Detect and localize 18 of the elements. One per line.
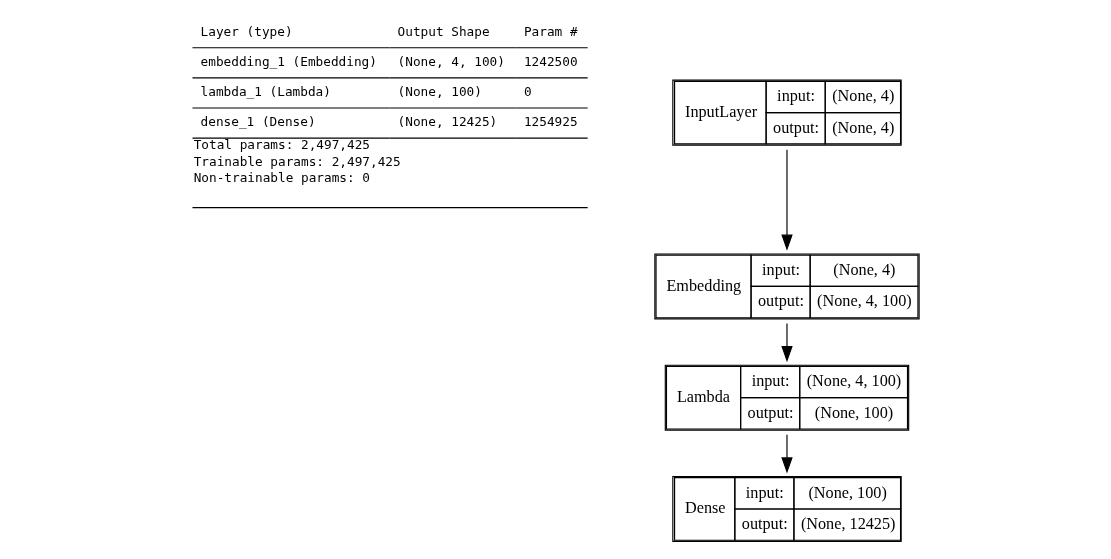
- arrow: [781, 149, 793, 251]
- label: Param #: [523, 23, 578, 39]
- label: 1242500: [523, 54, 578, 70]
- label: Total params: 2,497,425: [193, 137, 370, 153]
- label: Layer (type): [200, 23, 293, 39]
- label: 0: [523, 84, 532, 100]
- label: Non-trainable params: 0: [193, 169, 370, 185]
- label: (None, 12425): [397, 114, 498, 130]
- label: Output Shape: [397, 23, 490, 39]
- label: 1254925: [523, 114, 578, 130]
- label: lambda_1 (Lambda): [200, 84, 331, 100]
- label: Trainable params: 2,497,425: [193, 153, 401, 169]
- label: dense_1 (Dense): [200, 114, 316, 130]
- arrow: [781, 434, 793, 474]
- label: (None, 100): [397, 84, 482, 100]
- label: embedding_1 (Embedding): [200, 54, 377, 70]
- label: (None, 4, 100): [397, 54, 505, 70]
- arrow: [781, 323, 793, 363]
